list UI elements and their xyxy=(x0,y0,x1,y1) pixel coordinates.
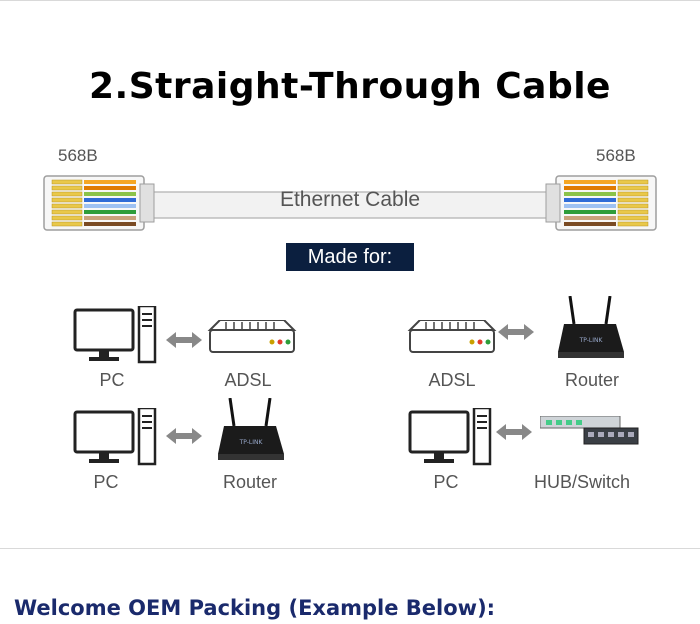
device-label-pc: PC xyxy=(93,472,119,492)
adsl-modem-icon xyxy=(409,320,495,353)
double-arrow-icon xyxy=(166,332,202,348)
double-arrow-icon xyxy=(498,324,534,340)
ethernet-cable-diagram xyxy=(43,175,657,231)
oem-packing-heading: Welcome OEM Packing (Example Below): xyxy=(14,596,496,620)
device-label-router: Router xyxy=(222,472,278,492)
network-switch-icon xyxy=(540,416,639,445)
pc-icon xyxy=(73,408,157,466)
adsl-modem-icon xyxy=(209,320,295,353)
double-arrow-icon xyxy=(166,428,202,444)
page-title: 2.Straight-Through Cable xyxy=(89,66,611,107)
router-icon xyxy=(558,296,626,360)
rj45-connector-right xyxy=(545,175,657,231)
made-for-badge: Made for: xyxy=(286,243,414,271)
cable-label: Ethernet Cable xyxy=(279,188,421,211)
device-label-hub-switch: HUB/Switch xyxy=(533,472,631,492)
device-label-pc: PC xyxy=(99,370,125,390)
rj45-connector-left xyxy=(43,175,155,231)
pc-icon xyxy=(73,306,157,364)
device-label-adsl: ADSL xyxy=(428,370,476,390)
device-label-adsl: ADSL xyxy=(224,370,272,390)
top-divider xyxy=(0,0,700,1)
standard-label-right: 568B xyxy=(596,146,636,165)
double-arrow-icon xyxy=(496,424,532,440)
router-icon xyxy=(218,398,286,462)
pc-icon xyxy=(408,408,492,466)
device-label-router: Router xyxy=(564,370,620,390)
bottom-divider xyxy=(0,548,700,549)
device-label-pc: PC xyxy=(433,472,459,492)
standard-label-left: 568B xyxy=(58,146,98,165)
